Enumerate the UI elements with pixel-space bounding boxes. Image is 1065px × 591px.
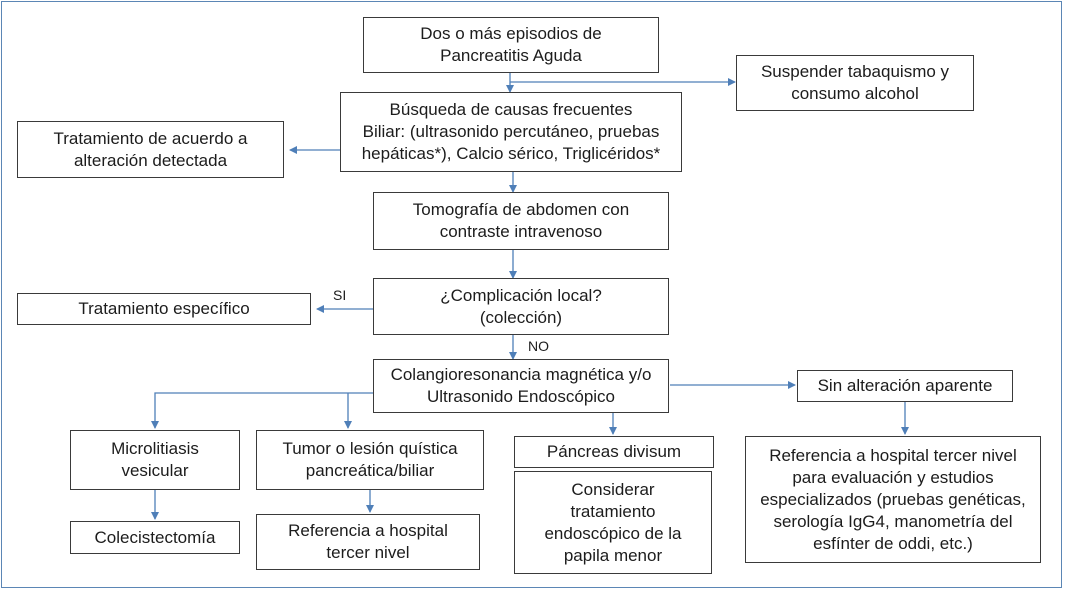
node-treat-alteration-text: Tratamiento de acuerdo a alteración dete… — [53, 128, 248, 170]
edge-label-yes: SI — [333, 287, 347, 303]
node-search: Búsqueda de causas frecuentes Biliar: (u… — [340, 92, 682, 172]
node-microlithiasis-text: Microlitiasis vesicular — [111, 439, 199, 480]
node-search-text: Búsqueda de causas frecuentes Biliar: (u… — [361, 100, 661, 163]
node-tumor-text: Tumor o lesión quística pancreática/bili… — [282, 439, 458, 480]
node-specific-treatment-text: Tratamiento específico — [78, 299, 250, 318]
node-suspend-text: Suspender tabaquismo y consumo alcohol — [760, 62, 950, 103]
node-refer-specialized-text: Referencia a hospital tercer nivel para … — [760, 445, 1026, 553]
node-ct-text: Tomografía de abdomen con contraste intr… — [412, 200, 630, 241]
node-cholecystectomy: Colecistectomía — [70, 521, 240, 554]
node-tumor: Tumor o lesión quística pancreática/bili… — [256, 430, 484, 490]
node-no-alteration-text: Sin alteración aparente — [817, 376, 993, 395]
node-episodes: Dos o más episodios de Pancreatitis Agud… — [363, 17, 659, 73]
edge-label-no: NO — [528, 338, 549, 354]
node-episodes-text: Dos o más episodios de Pancreatitis Agud… — [420, 24, 602, 65]
node-ct: Tomografía de abdomen con contraste intr… — [373, 192, 669, 250]
node-complication: ¿Complicación local? (colección) — [373, 278, 669, 335]
arrow-mrcp-to-microlithiasis — [151, 392, 373, 429]
node-specific-treatment: Tratamiento específico — [17, 293, 311, 325]
node-refer-third-text: Referencia a hospital tercer nivel — [288, 521, 448, 562]
node-cholecystectomy-text: Colecistectomía — [94, 527, 216, 547]
node-divisum-text: Páncreas divisum — [546, 442, 682, 461]
node-suspend: Suspender tabaquismo y consumo alcohol — [736, 55, 974, 111]
node-treat-alteration: Tratamiento de acuerdo a alteración dete… — [17, 121, 284, 178]
node-refer-specialized: Referencia a hospital tercer nivel para … — [745, 436, 1041, 563]
node-mrcp-text: Colangioresonancia magnética y/o Ultraso… — [390, 365, 652, 406]
node-no-alteration: Sin alteración aparente — [797, 370, 1013, 402]
node-mrcp: Colangioresonancia magnética y/o Ultraso… — [373, 359, 669, 413]
node-endoscopic-text: Considerar tratamiento endoscópico de la… — [544, 479, 682, 565]
node-refer-third: Referencia a hospital tercer nivel — [256, 514, 480, 570]
node-divisum: Páncreas divisum — [514, 436, 714, 468]
node-complication-text: ¿Complicación local? (colección) — [440, 285, 602, 327]
node-microlithiasis: Microlitiasis vesicular — [70, 430, 240, 490]
node-endoscopic: Considerar tratamiento endoscópico de la… — [514, 471, 712, 574]
